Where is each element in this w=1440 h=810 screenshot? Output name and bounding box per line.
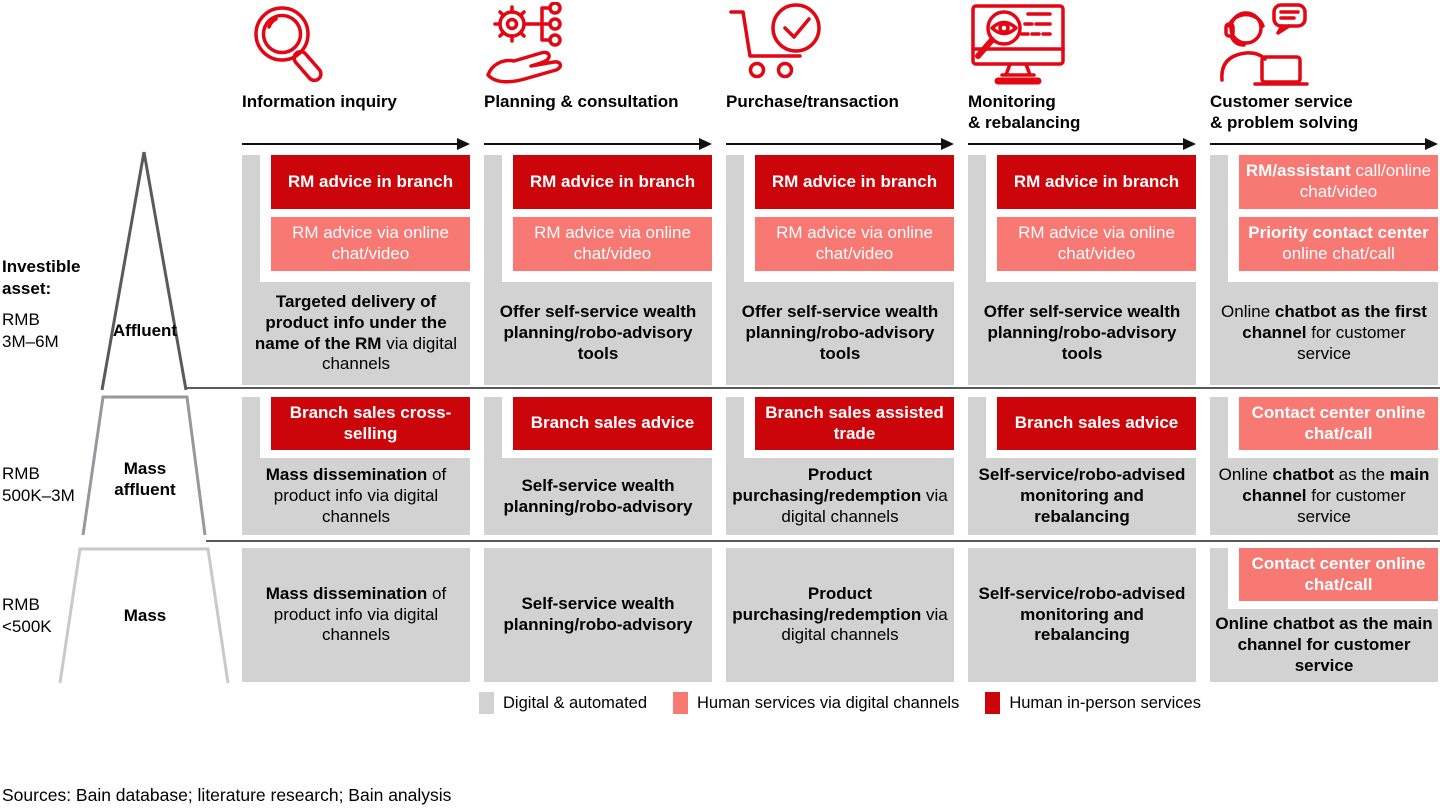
stage-header-purchase-transaction: Purchase/transaction (726, 92, 899, 111)
service-box-digital-automated: Online chatbot as the main channel for c… (1210, 458, 1438, 535)
matrix-cell: Branch sales assisted trade Product purc… (726, 397, 954, 535)
service-box-human-digital: Priority contact center online chat/call (1239, 217, 1438, 271)
source-note: Sources: Bain database; literature resea… (2, 785, 452, 805)
matrix-cell: Branch sales advice Self-service wealth … (484, 397, 712, 535)
service-box-digital-automated: Mass dissemination of product info via d… (242, 458, 470, 535)
service-box-human-digital: Contact center online chat/call (1239, 548, 1438, 601)
service-box-human-in-person: Branch sales advice (997, 397, 1196, 450)
legend-label: Human in-person services (1009, 693, 1201, 712)
row-divider (206, 540, 1440, 542)
legend-swatch-gray (479, 692, 495, 714)
asset-range-mass-affluent: RMB 500K–3M (2, 464, 75, 506)
legend: Digital & automated Human services via d… (240, 692, 1440, 714)
investible-asset-title: Investible asset: (2, 257, 81, 299)
asset-range-affluent: RMB 3M–6M (2, 310, 59, 352)
service-box-human-in-person: RM advice in branch (755, 155, 954, 209)
customer-pyramid (40, 140, 240, 690)
legend-swatch-salmon (673, 692, 689, 714)
service-box-digital-automated: Self-service/robo-advised monitoring and… (968, 548, 1196, 682)
service-box-digital-automated: Product purchasing/redemption via digita… (726, 458, 954, 535)
matrix-cell: Branch sales cross-selling Mass dissemin… (242, 397, 470, 535)
service-box-digital-automated: Online chatbot as the first channel for … (1210, 282, 1438, 385)
matrix-cell: RM advice in branch RM advice via online… (968, 155, 1196, 385)
legend-label: Human services via digital channels (697, 693, 960, 712)
stage-arrow (968, 138, 1196, 150)
stage-arrow (484, 138, 712, 150)
service-box-digital-automated: Product purchasing/redemption via digita… (726, 548, 954, 682)
matrix-cell: RM advice in branch RM advice via online… (484, 155, 712, 385)
service-box-human-digital: RM advice via online chat/video (513, 217, 712, 271)
asset-range-mass: RMB <500K (2, 595, 52, 637)
matrix-cell: Contact center online chat/call Online c… (1210, 548, 1438, 682)
matrix-cell: RM/assistant call/online chat/video Prio… (1210, 155, 1438, 385)
stage-arrow (1210, 138, 1438, 150)
gear-hand-icon (484, 2, 584, 92)
service-box-human-in-person: Branch sales assisted trade (755, 397, 954, 450)
matrix-cell: RM advice in branch RM advice via online… (726, 155, 954, 385)
service-box-digital-automated: Online chatbot as the main channel for c… (1210, 609, 1438, 682)
service-box-human-in-person: Branch sales cross-selling (271, 397, 470, 450)
service-box-digital-automated: Self-service wealth planning/robo-adviso… (484, 548, 712, 682)
service-box-digital-automated: Targeted delivery of product info under … (242, 282, 470, 385)
service-box-human-digital: Contact center online chat/call (1239, 397, 1438, 450)
magnifier-icon (242, 2, 342, 92)
matrix-cell: Product purchasing/redemption via digita… (726, 548, 954, 682)
stage-header-planning-consultation: Planning & consultation (484, 92, 679, 111)
service-box-digital-automated: Self-service/robo-advised monitoring and… (968, 458, 1196, 535)
service-box-human-in-person: Branch sales advice (513, 397, 712, 450)
stage-arrow (242, 138, 470, 150)
stage-header-monitoring-rebalancing: Monitoring & rebalancing (968, 92, 1081, 132)
tier-label-mass: Mass (123, 606, 167, 625)
service-box-human-digital: RM advice via online chat/video (997, 217, 1196, 271)
tier-label-affluent: Affluent (112, 321, 178, 340)
matrix-cell: Branch sales advice Self-service/robo-ad… (968, 397, 1196, 535)
service-box-digital-automated: Offer self-service wealth planning/robo-… (968, 282, 1196, 385)
service-box-human-digital: RM advice via online chat/video (271, 217, 470, 271)
legend-item-human-in-person: Human in-person services (985, 692, 1201, 714)
legend-item-human-digital: Human services via digital channels (673, 692, 959, 714)
service-box-human-digital: RM/assistant call/online chat/video (1239, 155, 1438, 209)
legend-label: Digital & automated (503, 693, 648, 712)
cart-check-icon (726, 2, 826, 92)
service-box-digital-automated: Offer self-service wealth planning/robo-… (484, 282, 712, 385)
stage-header-information-inquiry: Information inquiry (242, 92, 397, 111)
service-box-digital-automated: Mass dissemination of product info via d… (242, 548, 470, 682)
matrix-cell: Self-service wealth planning/robo-adviso… (484, 548, 712, 682)
service-box-human-digital: RM advice via online chat/video (755, 217, 954, 271)
service-box-human-in-person: RM advice in branch (997, 155, 1196, 209)
stage-arrow (726, 138, 954, 150)
service-box-human-in-person: RM advice in branch (513, 155, 712, 209)
tier-label-mass-affluent: Mass affluent (114, 459, 176, 500)
service-box-digital-automated: Offer self-service wealth planning/robo-… (726, 282, 954, 385)
matrix-cell: RM advice in branch RM advice via online… (242, 155, 470, 385)
matrix-cell: Contact center online chat/call Online c… (1210, 397, 1438, 535)
monitor-eye-icon (968, 2, 1078, 92)
legend-swatch-dark-red (985, 692, 1001, 714)
matrix-cell: Mass dissemination of product info via d… (242, 548, 470, 682)
stage-header-customer-service: Customer service & problem solving (1210, 92, 1359, 132)
row-divider (187, 387, 1440, 389)
service-box-human-in-person: RM advice in branch (271, 155, 470, 209)
support-agent-icon (1210, 2, 1320, 92)
matrix-cell: Self-service/robo-advised monitoring and… (968, 548, 1196, 682)
legend-item-digital-automated: Digital & automated (479, 692, 647, 714)
service-box-digital-automated: Self-service wealth planning/robo-adviso… (484, 458, 712, 535)
